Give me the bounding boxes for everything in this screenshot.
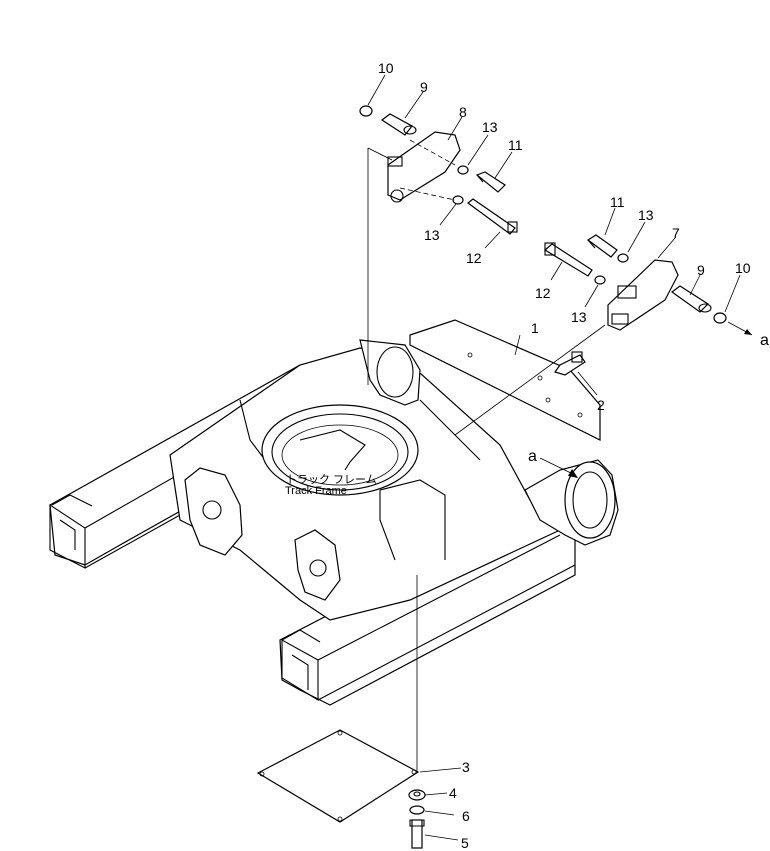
callout-2: 2 — [597, 397, 605, 413]
callout-numbers: 1 2 3 4 5 6 7 8 9 9 10 10 11 11 12 12 13… — [378, 60, 751, 851]
washer-part-10-left — [359, 105, 373, 117]
callout-9-right: 9 — [697, 262, 705, 278]
callout-11-left: 11 — [508, 137, 523, 153]
callout-5: 5 — [461, 835, 469, 851]
washer-part-13-upper — [457, 165, 469, 175]
callout-13-lower-right: 13 — [571, 309, 587, 325]
frame-label-jp: トラック フレーム — [286, 473, 377, 486]
callout-12-right: 12 — [535, 285, 551, 301]
callout-7: 7 — [672, 225, 680, 241]
callout-13-upper-left: 13 — [482, 119, 498, 135]
assembly-lines — [367, 74, 753, 841]
callout-11-right: 11 — [610, 194, 625, 210]
arrow-label-a-right: a — [760, 332, 769, 349]
bolt-part-12-right — [543, 242, 593, 277]
spacer-part-9-right — [670, 285, 712, 313]
cover-part-8 — [387, 131, 461, 203]
washer-part-6 — [409, 805, 425, 815]
callout-8: 8 — [459, 104, 467, 120]
callout-1: 1 — [531, 320, 539, 336]
cover-plate-part-1 — [409, 319, 601, 441]
washer-part-4 — [408, 789, 426, 801]
track-frame — [49, 339, 619, 706]
callout-10-left: 10 — [378, 60, 394, 76]
washer-part-13-right-lower — [594, 275, 606, 285]
bolt-part-11-left — [475, 171, 506, 193]
callout-13-upper-right: 13 — [638, 207, 654, 223]
callout-12-left: 12 — [466, 250, 482, 266]
bolt-part-5 — [409, 819, 425, 849]
under-cover-part-3 — [256, 729, 420, 823]
callout-9-left: 9 — [420, 79, 428, 95]
cover-part-7 — [607, 259, 679, 331]
washer-part-13-right-upper — [617, 253, 629, 263]
bolt-part-11-right — [586, 234, 618, 258]
washer-part-13-lower — [452, 195, 464, 205]
callout-10-right: 10 — [735, 260, 751, 276]
spacer-part-9-left — [380, 113, 417, 136]
bolt-part-2 — [554, 351, 586, 376]
callout-13-lower-left: 13 — [424, 227, 440, 243]
frame-label: トラック フレーム Track Frame — [285, 473, 377, 497]
frame-label-en: Track Frame — [285, 485, 347, 497]
arrow-label-a-left: a — [528, 448, 537, 465]
bolt-part-12-left — [467, 198, 518, 235]
callout-6: 6 — [462, 808, 470, 824]
callout-4: 4 — [449, 785, 457, 801]
callout-3: 3 — [462, 759, 470, 775]
washer-part-10-right — [713, 312, 727, 324]
